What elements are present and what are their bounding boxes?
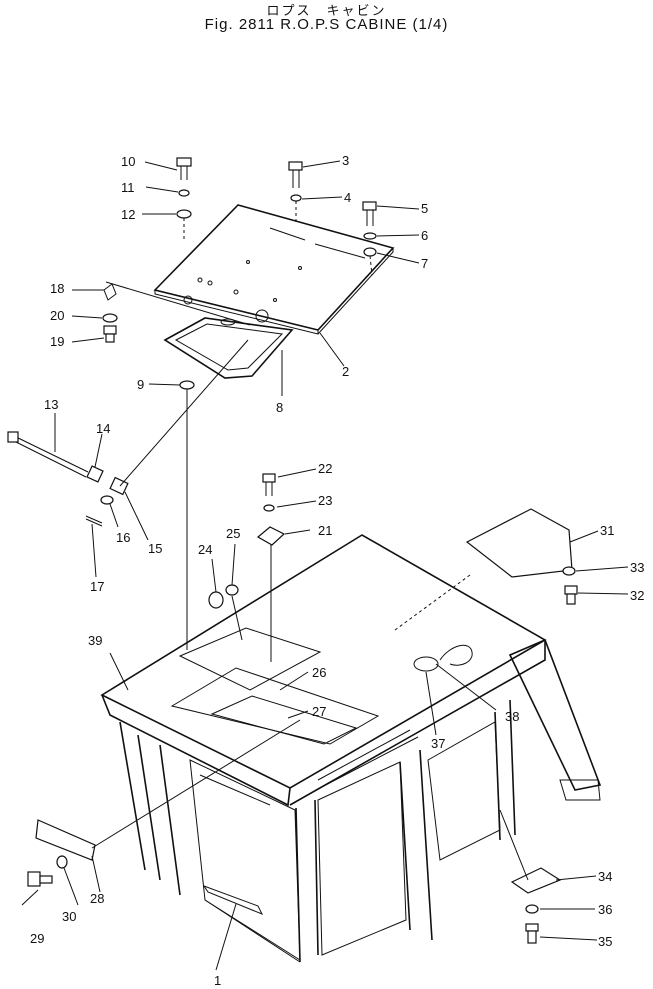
callout-13: 13 [44, 397, 58, 412]
callout-35: 35 [598, 934, 612, 949]
callout-23: 23 [318, 493, 332, 508]
washer-30 [56, 855, 68, 869]
callout-38: 38 [505, 709, 519, 724]
callout-5: 5 [421, 201, 428, 216]
bolt-29 [27, 871, 53, 887]
bolt-32 [564, 585, 578, 605]
callout-24: 24 [198, 542, 212, 557]
callout-9: 9 [137, 377, 144, 392]
callout-1: 1 [214, 973, 221, 988]
washer-4 [290, 194, 302, 202]
callout-39: 39 [88, 633, 102, 648]
cover-21 [256, 526, 286, 546]
washer-36 [525, 904, 539, 914]
washer-6 [363, 232, 377, 240]
callout-16: 16 [116, 530, 130, 545]
cap-24 [208, 591, 224, 609]
washer-33 [562, 566, 576, 576]
callout-4: 4 [344, 190, 351, 205]
callout-8: 8 [276, 400, 283, 415]
bolt-22 [262, 473, 276, 496]
plate-34 [510, 867, 562, 894]
bracket-28 [35, 819, 96, 861]
callout-2: 2 [342, 364, 349, 379]
washer-7 [363, 247, 377, 257]
callout-18: 18 [50, 281, 64, 296]
diagram-title-japanese: ロプス キャビン [266, 4, 387, 19]
callout-14: 14 [96, 421, 110, 436]
nut-14 [86, 465, 104, 483]
bolt-3 [288, 161, 303, 188]
callout-3: 3 [342, 153, 349, 168]
gasket-frame [163, 317, 294, 379]
washer-23 [263, 504, 275, 512]
callout-29: 29 [30, 931, 44, 946]
plate-31 [465, 508, 573, 578]
callout-33: 33 [630, 560, 644, 575]
callout-28: 28 [90, 891, 104, 906]
callout-19: 19 [50, 334, 64, 349]
callout-30: 30 [62, 909, 76, 924]
bolt-19 [103, 325, 117, 343]
callout-7: 7 [421, 256, 428, 271]
callout-11: 11 [121, 180, 135, 195]
washer-16 [100, 495, 114, 505]
washer-12 [176, 209, 192, 219]
bolt-35 [525, 923, 539, 944]
washer-11 [178, 189, 190, 197]
callout-10: 10 [121, 154, 135, 169]
callout-15: 15 [148, 541, 162, 556]
pin-17 [85, 515, 103, 527]
callout-32: 32 [630, 588, 644, 603]
grommet-25 [225, 584, 239, 596]
callout-27: 27 [312, 704, 326, 719]
callout-37: 37 [431, 736, 445, 751]
callout-leaders [21, 160, 629, 971]
callout-20: 20 [50, 308, 64, 323]
washer-20 [102, 313, 118, 323]
diagram-title: Fig. 2811 R.O.P.S CABINE (1/4) [204, 16, 449, 33]
callout-17: 17 [90, 579, 104, 594]
callout-25: 25 [226, 526, 240, 541]
bolt-5 [362, 201, 377, 226]
callout-12: 12 [121, 207, 135, 222]
callout-6: 6 [421, 228, 428, 243]
callout-26: 26 [312, 665, 326, 680]
rod-13 [7, 431, 89, 478]
callout-22: 22 [318, 461, 332, 476]
callout-34: 34 [598, 869, 612, 884]
clip-18 [103, 283, 117, 301]
callout-labels: 1 2 3 4 5 6 7 8 9 10 11 12 13 14 15 16 1… [30, 153, 644, 988]
bolt-10 [176, 157, 192, 180]
washer-9 [179, 380, 195, 390]
callout-36: 36 [598, 902, 612, 917]
top-cover-plate [153, 204, 395, 335]
callout-21: 21 [318, 523, 332, 538]
cab-body [100, 534, 602, 963]
callout-31: 31 [600, 523, 614, 538]
